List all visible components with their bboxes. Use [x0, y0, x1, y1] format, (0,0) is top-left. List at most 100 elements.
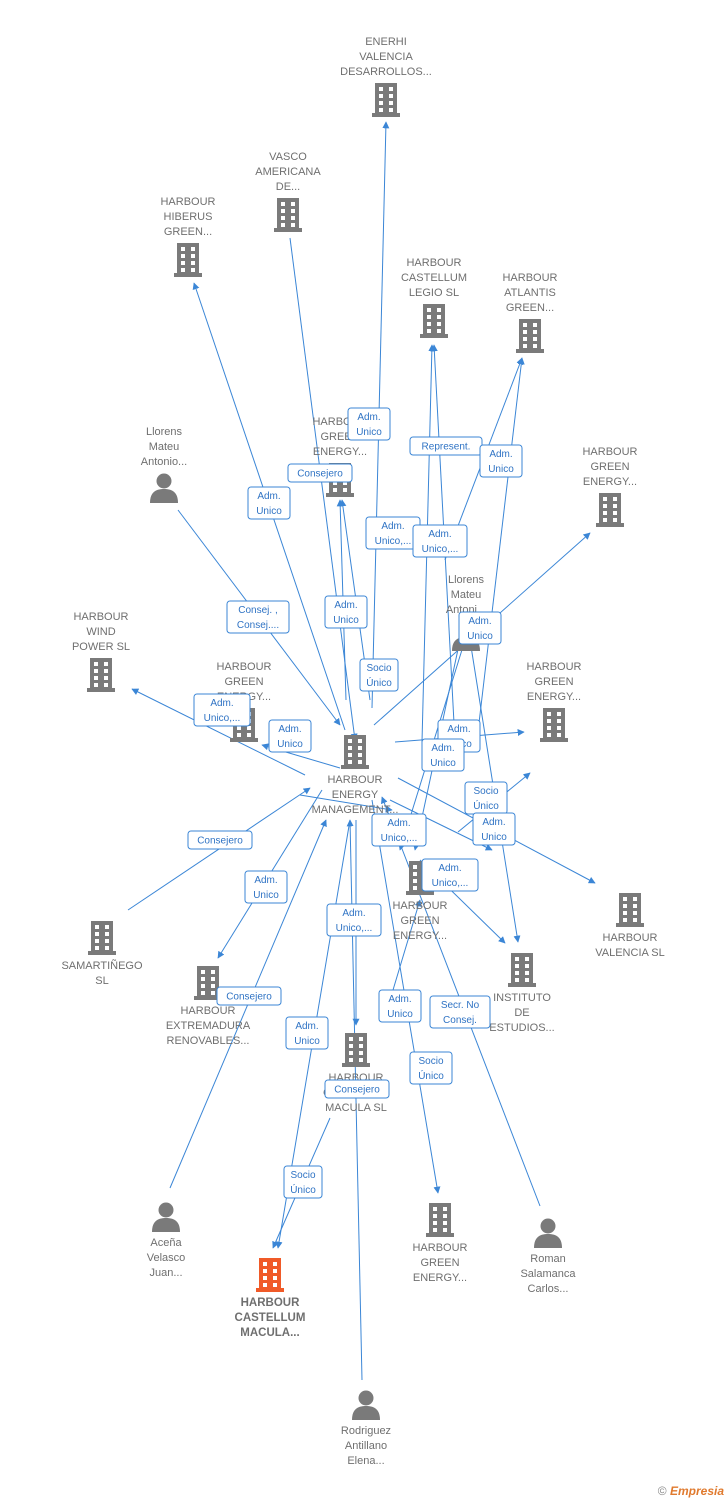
person-icon[interactable]	[352, 1390, 380, 1421]
focus-company-node[interactable]: HARBOURCASTELLUMMACULA...	[235, 1258, 306, 1339]
brand-logo[interactable]: Empresia	[669, 1484, 724, 1498]
edge-label-box[interactable]	[347, 407, 391, 441]
edge-label[interactable]: Adm.Unico,...	[371, 813, 427, 847]
edge-label[interactable]: Adm.Unico	[479, 444, 523, 478]
edge-label-box[interactable]	[326, 903, 382, 937]
company-node[interactable]: HARBOURENERGYMANAGEMENT...	[312, 735, 399, 816]
building-icon[interactable]	[341, 735, 369, 769]
edge-label-box[interactable]	[421, 738, 465, 772]
building-icon[interactable]	[174, 243, 202, 277]
edge-label-box[interactable]	[187, 830, 253, 850]
building-icon[interactable]	[256, 1258, 284, 1292]
person-node[interactable]: LlorensMateuAntonio...	[141, 426, 187, 503]
edge-label[interactable]: Consej. ,Consej....	[226, 600, 290, 634]
relation-edge	[289, 237, 358, 741]
edge-label[interactable]: Consejero	[187, 830, 253, 850]
building-icon[interactable]	[274, 198, 302, 232]
building-icon[interactable]	[540, 708, 568, 742]
edge-label[interactable]: Adm.Unico	[421, 738, 465, 772]
edge-label-box[interactable]	[268, 719, 312, 753]
edge-label[interactable]: Adm.Unico	[458, 611, 502, 645]
edge-label-box[interactable]	[247, 486, 291, 520]
edge-label-box[interactable]	[244, 870, 288, 904]
edge-label-box[interactable]	[429, 995, 491, 1029]
person-node[interactable]: LlorensMateuAntoni...	[446, 574, 486, 651]
edge-label[interactable]: Consejero	[287, 463, 353, 483]
building-icon[interactable]	[508, 953, 536, 987]
edge-label-box[interactable]	[324, 1079, 390, 1099]
node-label-line: ENERGY...	[393, 930, 447, 942]
edge-label[interactable]: Adm.Unico	[247, 486, 291, 520]
edge-label-box[interactable]	[412, 524, 468, 558]
edge-label-box[interactable]	[193, 693, 251, 727]
company-node[interactable]: ENERHIVALENCIADESARROLLOS...	[340, 36, 432, 117]
edge-label-box[interactable]	[216, 986, 282, 1006]
company-node[interactable]: HARBOURGREENENERGY...	[412, 1203, 468, 1284]
edge-label[interactable]: Adm.Unico	[324, 595, 368, 629]
edge-label[interactable]: Adm.Unico,...	[193, 693, 251, 727]
edge-label-box[interactable]	[409, 1051, 453, 1085]
node-label-line: GREEN	[590, 461, 629, 473]
company-node[interactable]: HARBOURATLANTISGREEN...	[502, 272, 558, 353]
building-icon[interactable]	[372, 83, 400, 117]
edge-label[interactable]: Adm.Unico	[244, 870, 288, 904]
company-node[interactable]: HARBOURGREENENERGY...	[582, 446, 638, 527]
building-icon[interactable]	[516, 319, 544, 353]
company-node[interactable]: HARBOUREXTREMADURARENOVABLES...	[166, 966, 251, 1047]
edge-label[interactable]: Adm.Unico,...	[326, 903, 382, 937]
building-icon[interactable]	[342, 1033, 370, 1067]
edge-label-box[interactable]	[283, 1165, 323, 1199]
edge-label[interactable]: Adm.Unico,...	[365, 516, 421, 550]
person-node[interactable]: RodriguezAntillanoElena...	[341, 1390, 391, 1468]
building-icon[interactable]	[596, 493, 624, 527]
person-node[interactable]: RomanSalamancaCarlos...	[520, 1218, 576, 1296]
building-icon[interactable]	[420, 304, 448, 338]
person-icon[interactable]	[150, 473, 178, 504]
edge-label[interactable]: Adm.Unico,...	[412, 524, 468, 558]
building-icon[interactable]	[88, 921, 116, 955]
edge-label[interactable]: Adm.Unico	[472, 812, 516, 846]
edge-label-box[interactable]	[324, 595, 368, 629]
edge-label-box[interactable]	[359, 658, 399, 692]
edge-label-box[interactable]	[421, 858, 479, 892]
company-node[interactable]: VASCOAMERICANADE...	[255, 151, 321, 232]
building-icon[interactable]	[87, 658, 115, 692]
edge-label-box[interactable]	[285, 1016, 329, 1050]
building-icon[interactable]	[426, 1203, 454, 1237]
company-node[interactable]: HARBOURHIBERUSGREEN...	[160, 196, 216, 277]
edge-label-box[interactable]	[479, 444, 523, 478]
edge-label-box[interactable]	[371, 813, 427, 847]
company-node[interactable]: HARBOURGREENENERGY...	[526, 661, 582, 742]
edge-label-box[interactable]	[226, 600, 290, 634]
edge-label[interactable]: Adm.Unico	[378, 989, 422, 1023]
edge-label[interactable]: Consejero	[324, 1079, 390, 1099]
edge-label[interactable]: Represent.	[409, 436, 483, 456]
person-node[interactable]: AceñaVelascoJuan...	[147, 1202, 186, 1280]
person-icon[interactable]	[152, 1202, 180, 1233]
edge-label[interactable]: Adm.Unico	[268, 719, 312, 753]
edge-label[interactable]: Adm.Unico,...	[421, 858, 479, 892]
company-node[interactable]: INSTITUTODEESTUDIOS...	[489, 953, 555, 1034]
edge-label-text: Unico,...	[422, 544, 459, 555]
edge-label[interactable]: Consejero	[216, 986, 282, 1006]
edge-label-text: Único	[418, 1069, 444, 1082]
edge-label-box[interactable]	[378, 989, 422, 1023]
edge-label[interactable]: Adm.Unico	[285, 1016, 329, 1050]
edge-label-box[interactable]	[287, 463, 353, 483]
person-icon[interactable]	[534, 1218, 562, 1249]
company-node[interactable]: HARBOURGREENENERGY...	[392, 861, 448, 942]
building-icon[interactable]	[616, 893, 644, 927]
edge-label[interactable]: Adm.Unico	[347, 407, 391, 441]
edge-label-box[interactable]	[472, 812, 516, 846]
edge-label-box[interactable]	[458, 611, 502, 645]
